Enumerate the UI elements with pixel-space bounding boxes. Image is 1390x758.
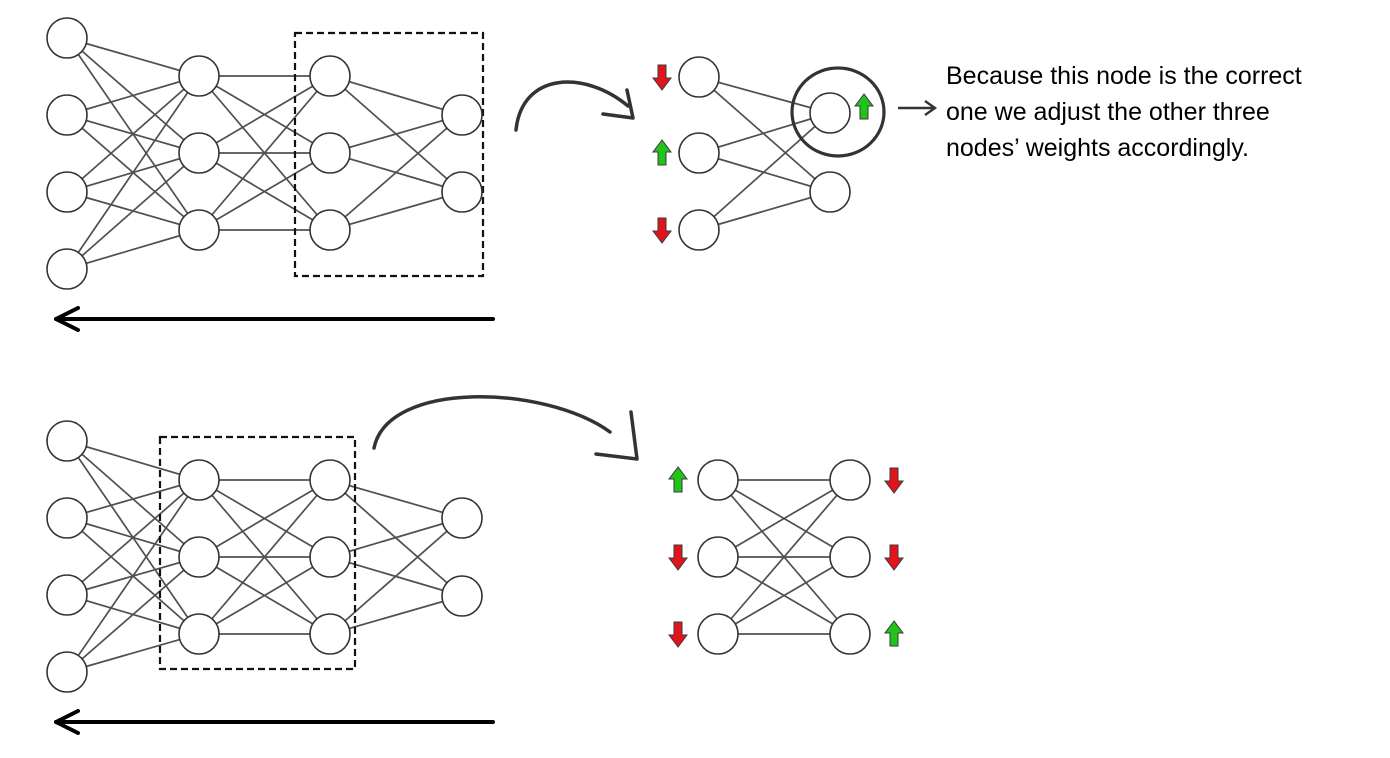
connection-line <box>329 595 463 635</box>
neuron-node <box>178 536 220 578</box>
connection-line <box>66 229 200 270</box>
connection-line <box>698 76 831 114</box>
connection-line <box>66 75 200 116</box>
down-arrow-icon <box>884 467 904 494</box>
annotation-line: Because this node is the correct <box>946 62 1302 90</box>
connection-line <box>329 479 463 519</box>
connection-line <box>698 76 831 193</box>
annotation-text: Because this node is the correct one we … <box>946 58 1386 166</box>
highlight-box-top <box>293 31 485 278</box>
neuron-node <box>46 248 88 290</box>
connection-line <box>198 479 331 635</box>
neuron-node <box>309 55 351 97</box>
nodes <box>46 17 871 693</box>
connection-line <box>198 479 331 558</box>
connection-line <box>329 114 463 154</box>
neuron-node <box>46 497 88 539</box>
neuron-node <box>178 459 220 501</box>
neuron-node <box>46 574 88 616</box>
neuron-node <box>441 497 483 539</box>
connection-line <box>66 556 200 673</box>
down-arrow-icon <box>652 217 672 244</box>
connection-line <box>329 191 463 231</box>
down-arrow-icon <box>668 544 688 571</box>
connection-line <box>198 75 331 154</box>
neuron-node <box>309 613 351 655</box>
connection-line <box>66 479 200 519</box>
down-arrow-icon <box>884 544 904 571</box>
annotation-line: nodes’ weights accordingly. <box>946 134 1249 162</box>
connection-line <box>698 112 831 154</box>
connection-line <box>66 440 200 481</box>
neuron-node <box>309 132 351 174</box>
neuron-node <box>441 575 483 617</box>
right-arrow-icon <box>898 100 938 116</box>
neuron-node <box>309 536 351 578</box>
connection-line <box>66 633 200 673</box>
connection-line <box>66 479 200 673</box>
connection-line <box>717 479 851 558</box>
neuron-node <box>697 536 739 578</box>
neuron-node <box>829 536 871 578</box>
neuron-node <box>46 17 88 59</box>
connection-line <box>329 75 463 116</box>
connection-line <box>198 75 331 231</box>
neuron-node <box>309 209 351 251</box>
connection-line <box>66 479 200 596</box>
neuron-node <box>46 94 88 136</box>
up-arrow-icon <box>668 466 688 493</box>
neuron-node <box>809 171 851 213</box>
highlight-box-bottom <box>158 435 357 671</box>
up-arrow-icon <box>854 93 874 120</box>
neuron-node <box>178 209 220 251</box>
connection-line <box>717 556 851 635</box>
connection-line <box>198 556 331 635</box>
connection-line <box>66 152 200 270</box>
left-arrow-icon <box>54 306 495 332</box>
weight-arrows <box>652 64 904 648</box>
connection-line <box>66 37 200 77</box>
connection-line <box>66 75 200 193</box>
neuron-node <box>46 420 88 462</box>
up-arrow-icon <box>652 139 672 166</box>
up-arrow-icon <box>884 620 904 647</box>
connection-line <box>698 112 831 231</box>
connection-line <box>329 114 463 231</box>
neuron-node <box>178 613 220 655</box>
down-arrow-icon <box>652 64 672 91</box>
neuron-node <box>697 613 739 655</box>
neuron-node <box>678 209 720 251</box>
connection-line <box>329 517 463 558</box>
edges <box>66 37 851 673</box>
correct-node-circle <box>790 66 886 158</box>
dashed-boxes <box>158 31 485 671</box>
connection-line <box>66 75 200 270</box>
neuron-node <box>441 94 483 136</box>
neuron-node <box>178 55 220 97</box>
connection-line <box>329 517 463 635</box>
left-arrow-icon <box>54 709 495 735</box>
neuron-node <box>678 56 720 98</box>
curved-arrow-icon <box>514 80 635 132</box>
neuron-node <box>178 132 220 174</box>
neuron-node <box>829 613 871 655</box>
down-arrow-icon <box>668 621 688 648</box>
curved-arrow-icon <box>372 395 639 461</box>
neuron-node <box>309 459 351 501</box>
neuron-node <box>829 459 871 501</box>
neuron-node <box>809 92 851 134</box>
connection-line <box>717 479 851 635</box>
neuron-node <box>678 132 720 174</box>
connection-line <box>698 191 831 231</box>
neuron-node <box>697 459 739 501</box>
neuron-node <box>46 651 88 693</box>
neuron-node <box>46 171 88 213</box>
connection-line <box>198 152 331 231</box>
neuron-node <box>441 171 483 213</box>
annotation-line: one we adjust the other three <box>946 98 1270 126</box>
